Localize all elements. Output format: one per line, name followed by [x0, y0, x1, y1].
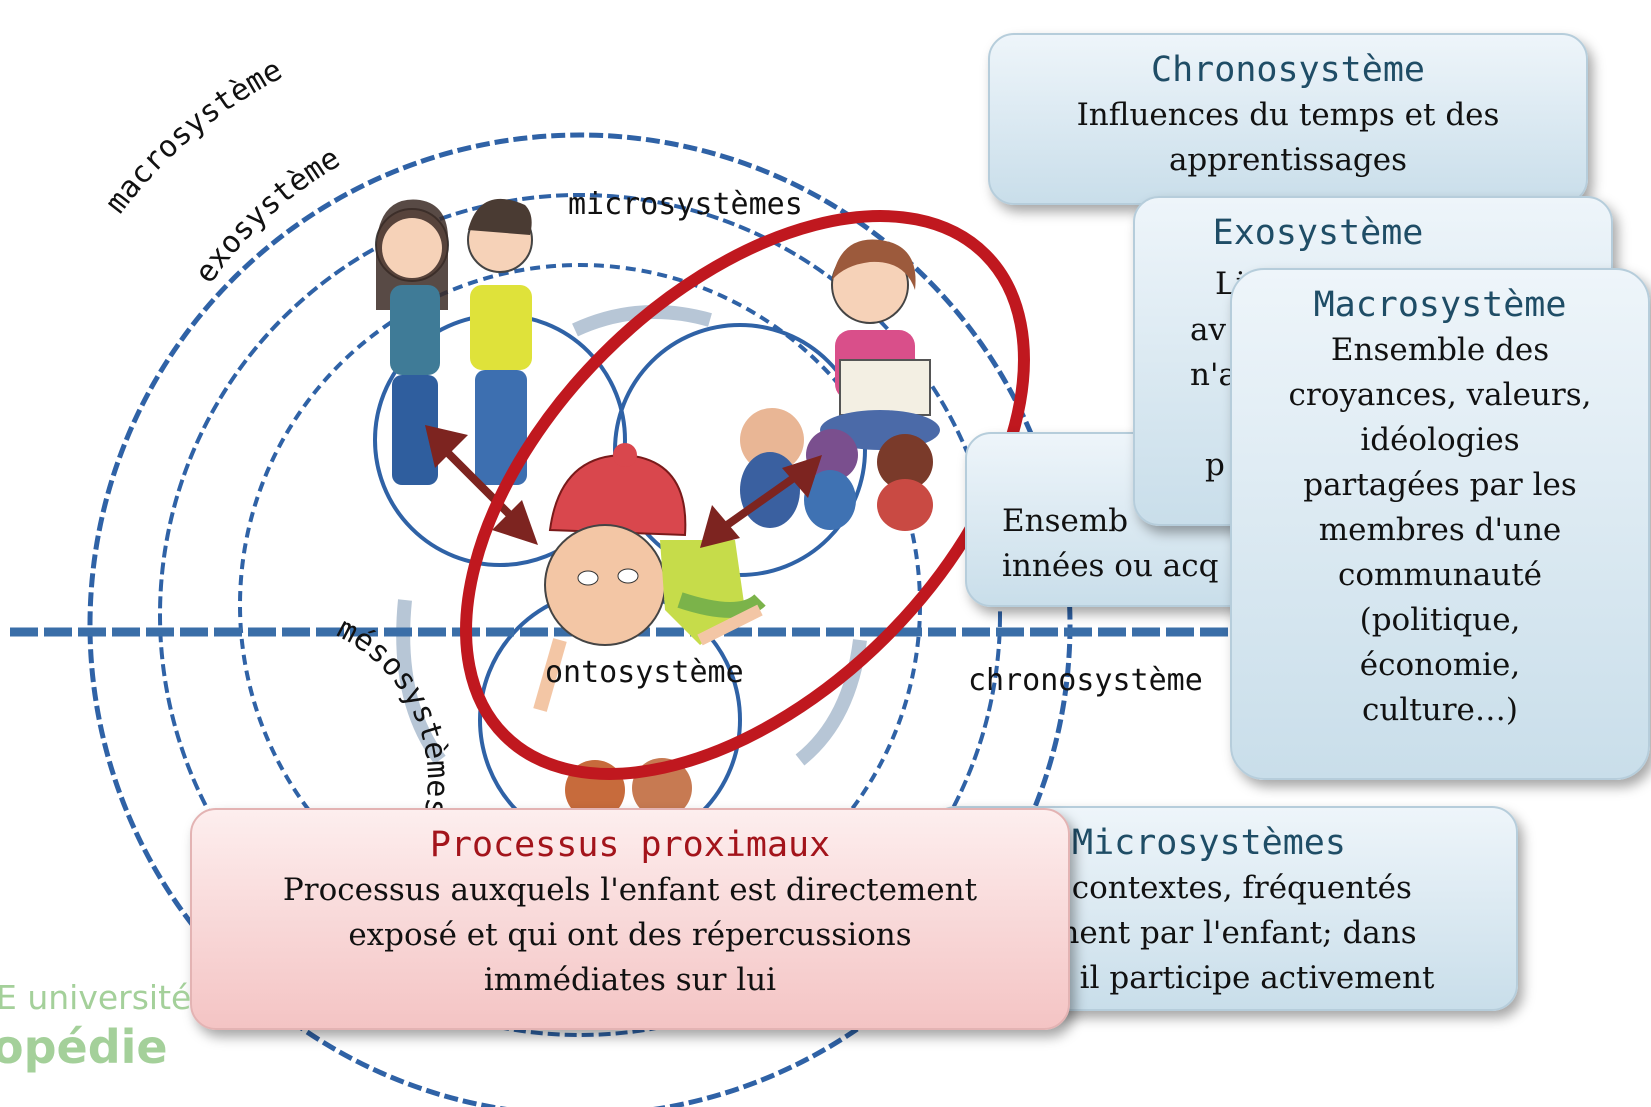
proximal-processes-highlight: [460, 210, 1030, 780]
exosystem-box-line-5: p: [1205, 447, 1225, 483]
macrosystem-box-line-8: économie,: [1359, 647, 1521, 683]
logo-line-2: opédie: [0, 1020, 168, 1074]
macrosystem-box-line-1: Ensemble des: [1330, 332, 1550, 368]
macrosystem-box-line-4: partagées par les: [1303, 467, 1577, 503]
proximal-processes-box-line-2: exposé et qui ont des répercussions: [348, 917, 912, 953]
microsystems-label: microsystèmes: [568, 187, 803, 222]
ontosystem-box-line-1: Ensemb: [1002, 503, 1129, 539]
chronosystem-box-line-1: Influences du temps et des: [1076, 97, 1500, 133]
proximal-processes-box: Processus proximaux Processus auxquels l…: [190, 808, 1070, 1030]
macrosystem-box-line-2: croyances, valeurs,: [1288, 377, 1592, 413]
exosystem-ring: [158, 193, 1002, 1037]
ontosystem-label: ontosystème: [545, 655, 744, 690]
macrosystem-box-line-9: culture…): [1362, 692, 1518, 728]
exosystem-box-line-2: av: [1190, 312, 1226, 348]
chronosystem-label: chronosystème: [968, 663, 1203, 698]
interaction-arrow-right: [700, 455, 822, 548]
microsystems-box-line-2: ment par l'enfant; dans: [1050, 915, 1417, 951]
cycle-arrow-left: [396, 599, 446, 765]
chronosystem-box: Chronosystème Influences du temps et des…: [988, 33, 1588, 205]
logo-line-1: E université: [0, 978, 192, 1017]
interaction-arrow-left: [425, 425, 538, 545]
ontosystem-box-line-2: innées ou acq: [1002, 548, 1219, 584]
microsystems-box-line-1: , contextes, fréquentés: [1052, 870, 1412, 906]
exosystem-box-title: Exosystème: [1212, 213, 1424, 253]
macrosystem-box: Macrosystème Ensemble des croyances, val…: [1230, 268, 1650, 780]
proximal-processes-box-line-1: Processus auxquels l'enfant est directem…: [282, 872, 978, 908]
proximal-processes-box-title: Processus proximaux: [429, 825, 831, 865]
mesosystem-ring-label: mésosystèmes: [331, 611, 455, 819]
macrosystem-box-line-3: idéologies: [1360, 422, 1520, 458]
microsystems-box-title: Microsystèmes: [1072, 823, 1346, 863]
proximal-processes-box-line-3: immédiates sur lui: [483, 962, 777, 998]
macrosystem-box-line-6: communauté: [1338, 557, 1542, 593]
macrosystem-box-line-7: (politique,: [1359, 602, 1521, 638]
macrosystem-ring: [87, 132, 1073, 1107]
children-pair-illustration: [375, 198, 533, 485]
microsystems-box-line-3: ls il participe activement: [1044, 960, 1435, 996]
exosystem-box-line-3: n'a: [1190, 357, 1237, 393]
chronosystem-box-title: Chronosystème: [1151, 50, 1425, 90]
macrosystem-box-title: Macrosystème: [1313, 285, 1567, 325]
macrosystem-box-line-5: membres d'une: [1318, 512, 1562, 548]
chronosystem-box-line-2: apprentissages: [1168, 142, 1408, 178]
toddler-illustration: [533, 443, 766, 712]
exosystem-ring-label: exosystème: [188, 141, 346, 290]
